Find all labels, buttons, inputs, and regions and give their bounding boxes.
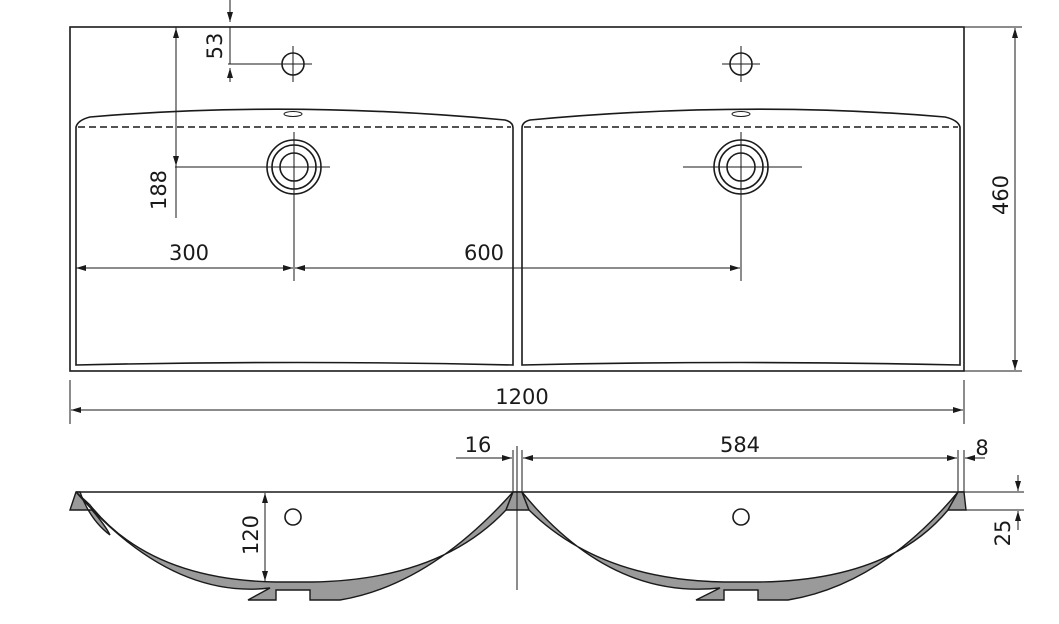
right-drain [683,132,802,281]
left-overflow-slot [283,111,303,117]
slab-outline [69,26,965,372]
dim-basin-width-label: 584 [720,433,760,457]
dim-drain-spacing-label: 600 [464,241,504,265]
right-basin-section [521,491,959,601]
dim-tap-hole-offset-label: 53 [203,33,227,60]
dim-basin-depth: 120 [239,493,268,581]
dim-edge-wall: 8 [963,436,989,492]
dim-rim-thickness-label: 25 [991,520,1015,547]
dim-drain-left-offset: 300 [76,241,293,271]
right-overflow-slot [731,111,751,117]
dim-basin-depth-label: 120 [239,515,263,555]
top-view: 53 188 300 600 460 [69,0,1022,424]
right-side-hole [732,508,750,526]
left-drain [175,132,330,281]
dim-overall-depth-label: 460 [989,175,1013,215]
left-basin-section [75,491,514,601]
dim-overall-depth: 460 [964,26,1022,372]
side-view: 16 584 8 120 25 [69,433,1024,601]
dim-basin-width: 584 [523,433,959,492]
dim-drain-spacing: 600 [295,241,740,271]
dim-center-divider-label: 16 [465,433,492,457]
left-edge-section [69,491,111,536]
dim-rim-thickness: 25 [964,475,1024,546]
dim-overall-width: 1200 [69,380,965,424]
dim-drain-depth: 188 [147,27,179,218]
dim-overall-width-label: 1200 [495,385,548,409]
left-basin-outline [75,108,514,366]
dim-drain-left-offset-label: 300 [169,241,209,265]
dim-drain-depth-label: 188 [147,170,171,210]
dim-tap-hole-offset: 53 [203,0,233,82]
right-basin-outline [521,108,961,366]
dim-center-divider: 16 [456,433,523,492]
left-side-hole [284,508,302,526]
dim-edge-wall-label: 8 [975,436,988,460]
